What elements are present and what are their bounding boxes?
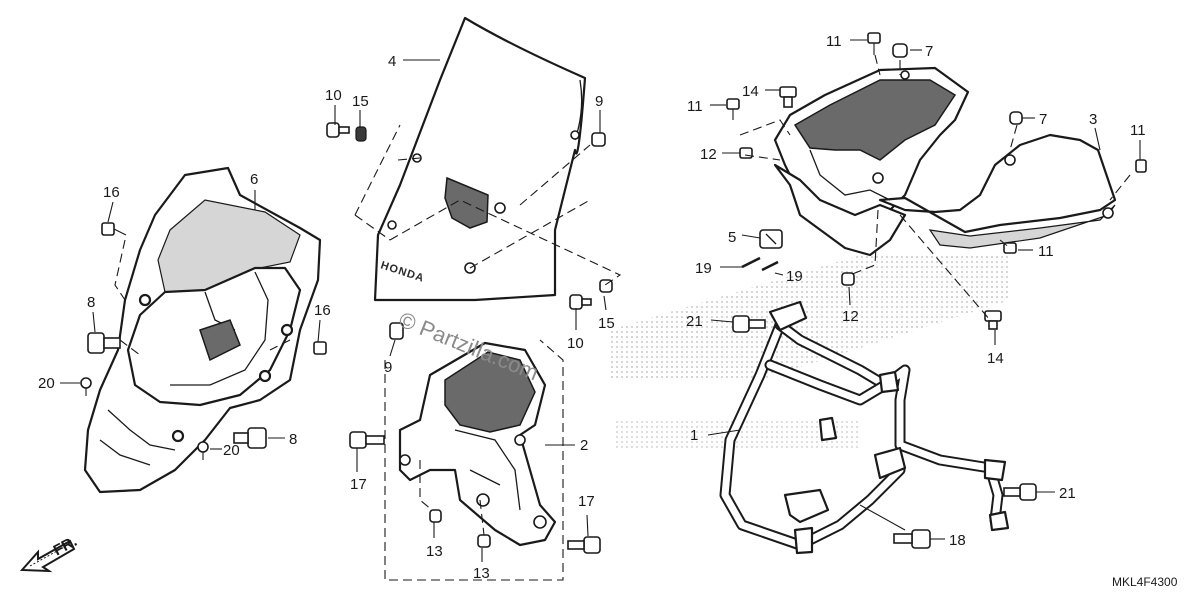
bolt-17-right xyxy=(567,536,601,554)
callout-17-right: 17 xyxy=(578,493,595,510)
callouts: 4 6 10 15 9 16 16 8 20 8 20 15 10 9 2 17… xyxy=(38,33,1146,582)
windscreen-bracket xyxy=(398,341,557,547)
callout-6: 6 xyxy=(250,171,258,188)
callout-18: 18 xyxy=(949,532,966,549)
callout-7-middle: 7 xyxy=(1039,111,1047,128)
callout-21-right: 21 xyxy=(1059,485,1076,502)
callout-11-top: 11 xyxy=(826,33,842,50)
bolt-16-upper xyxy=(101,222,127,236)
front-inner-cover xyxy=(83,166,322,494)
callout-15-lower: 15 xyxy=(598,315,615,332)
nut-9-upper xyxy=(591,132,606,147)
nut-13-right xyxy=(477,534,491,548)
callout-10-lower: 10 xyxy=(567,335,584,352)
callout-15-upper: 15 xyxy=(352,93,369,110)
part-code: MKL4F4300 xyxy=(1112,575,1178,589)
nut-7-top xyxy=(892,43,908,58)
front-direction-arrow: FR. xyxy=(19,533,80,573)
callout-8-right: 8 xyxy=(289,431,297,448)
leader-lines xyxy=(60,39,1141,562)
callout-16-lower: 16 xyxy=(314,302,331,319)
bolt-21-left xyxy=(732,315,766,333)
screw-12-left xyxy=(739,147,753,159)
nut-13-left xyxy=(429,509,442,523)
callout-20-right: 20 xyxy=(223,442,240,459)
callout-2: 2 xyxy=(580,437,588,454)
callout-12-lower: 12 xyxy=(842,308,859,325)
screw-10-lower xyxy=(569,294,592,310)
nut-12-lower xyxy=(841,272,855,286)
screw-14-upper xyxy=(779,86,797,108)
bolt-8-left xyxy=(87,332,121,354)
callout-13-left: 13 xyxy=(426,543,443,560)
bolt-17-left xyxy=(349,431,385,449)
screw-11-right xyxy=(1135,159,1147,173)
screw-14-lower xyxy=(984,310,1002,330)
nut-9-lower xyxy=(389,322,404,340)
clip-20-right xyxy=(197,441,209,460)
callout-5: 5 xyxy=(728,229,736,246)
callout-21-left: 21 xyxy=(686,313,703,330)
callout-3: 3 xyxy=(1089,111,1097,128)
callout-11-left: 11 xyxy=(687,98,703,115)
clip-20-left xyxy=(80,377,92,396)
screw-19-left xyxy=(741,256,761,269)
bolt-16-lower xyxy=(313,341,327,355)
callout-20-left: 20 xyxy=(38,375,55,392)
screw-11-left xyxy=(726,98,740,120)
callout-14-lower: 14 xyxy=(987,350,1004,367)
callout-9-lower: 9 xyxy=(384,359,392,376)
callout-8-left: 8 xyxy=(87,294,95,311)
screw-11-top xyxy=(867,32,881,55)
screw-10-upper xyxy=(326,122,350,138)
callout-14-upper: 14 xyxy=(742,83,759,100)
callout-19-left: 19 xyxy=(695,260,712,277)
bolt-18 xyxy=(893,529,931,549)
callout-9-upper: 9 xyxy=(595,93,603,110)
bolt-21-right xyxy=(1003,483,1037,501)
watermark-logo xyxy=(610,255,1010,450)
nut-7-middle xyxy=(1009,111,1023,125)
callout-11-right: 11 xyxy=(1130,122,1146,139)
callout-4: 4 xyxy=(388,53,396,70)
grommet-15-upper xyxy=(355,126,367,142)
callout-16-upper: 16 xyxy=(103,184,120,201)
screw-19-right xyxy=(761,260,779,272)
upper-panel xyxy=(773,66,1117,257)
callout-19-right: 19 xyxy=(786,268,803,285)
callout-10-upper: 10 xyxy=(325,87,342,104)
frame-stay xyxy=(719,300,1010,555)
callout-17-left: 17 xyxy=(350,476,367,493)
callout-7-top: 7 xyxy=(925,43,933,60)
grommet-15-lower xyxy=(599,279,613,293)
windscreen: HONDA xyxy=(373,16,587,302)
bolt-8-right xyxy=(233,427,267,449)
callout-12-left: 12 xyxy=(700,146,717,163)
callout-1: 1 xyxy=(690,427,698,444)
clip-5 xyxy=(759,229,783,249)
callout-13-right: 13 xyxy=(473,565,490,582)
callout-11-lower: 11 xyxy=(1038,243,1054,260)
assembly-lines xyxy=(114,54,1131,581)
